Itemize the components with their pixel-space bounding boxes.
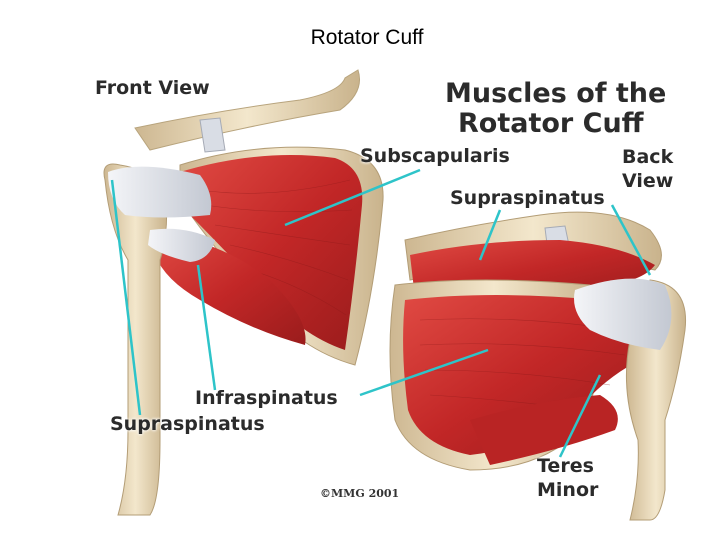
back-view-anatomy xyxy=(389,211,687,521)
leader-supraspinatus-back xyxy=(478,209,502,261)
back-tendon-cap xyxy=(574,278,672,350)
label-back-view-line2: View xyxy=(622,170,674,192)
slide-title: Rotator Cuff xyxy=(310,26,424,49)
leader-teres-minor xyxy=(558,374,602,458)
label-back-view-line1: Back xyxy=(622,146,674,168)
label-supraspinatus-back: Supraspinatus xyxy=(450,187,605,209)
label-front-view: Front View xyxy=(95,77,210,99)
front-tendon-cap xyxy=(108,166,212,218)
label-subscapularis: Subscapularis xyxy=(360,145,510,167)
label-supraspinatus-front: Supraspinatus xyxy=(110,413,265,435)
label-main-title-line1: Muscles of the xyxy=(445,78,667,109)
leader-supraspinatus-front xyxy=(110,179,142,416)
infraspinatus-muscle xyxy=(403,295,640,455)
leader-infraspinatus-back xyxy=(359,348,489,397)
subscapularis-muscle xyxy=(180,155,363,350)
label-main-title-line2: Rotator Cuff xyxy=(458,108,644,139)
label-infraspinatus: Infraspinatus xyxy=(195,387,338,409)
leader-infraspinatus-front xyxy=(196,264,217,391)
front-humerus xyxy=(103,163,168,516)
front-lower-tendon xyxy=(148,228,215,262)
front-clavicle xyxy=(134,69,360,151)
leader-lines xyxy=(110,168,652,458)
label-teres-minor-line1: Teres xyxy=(537,455,594,477)
front-lower-muscle xyxy=(155,235,306,345)
label-teres-minor-line2: Minor xyxy=(537,479,599,501)
leader-subscapularis xyxy=(284,168,421,227)
leader-back-view xyxy=(610,204,652,276)
front-view-anatomy xyxy=(103,69,384,516)
copyright-notice: ©MMG 2001 xyxy=(320,487,400,500)
front-coracoid xyxy=(199,117,226,153)
